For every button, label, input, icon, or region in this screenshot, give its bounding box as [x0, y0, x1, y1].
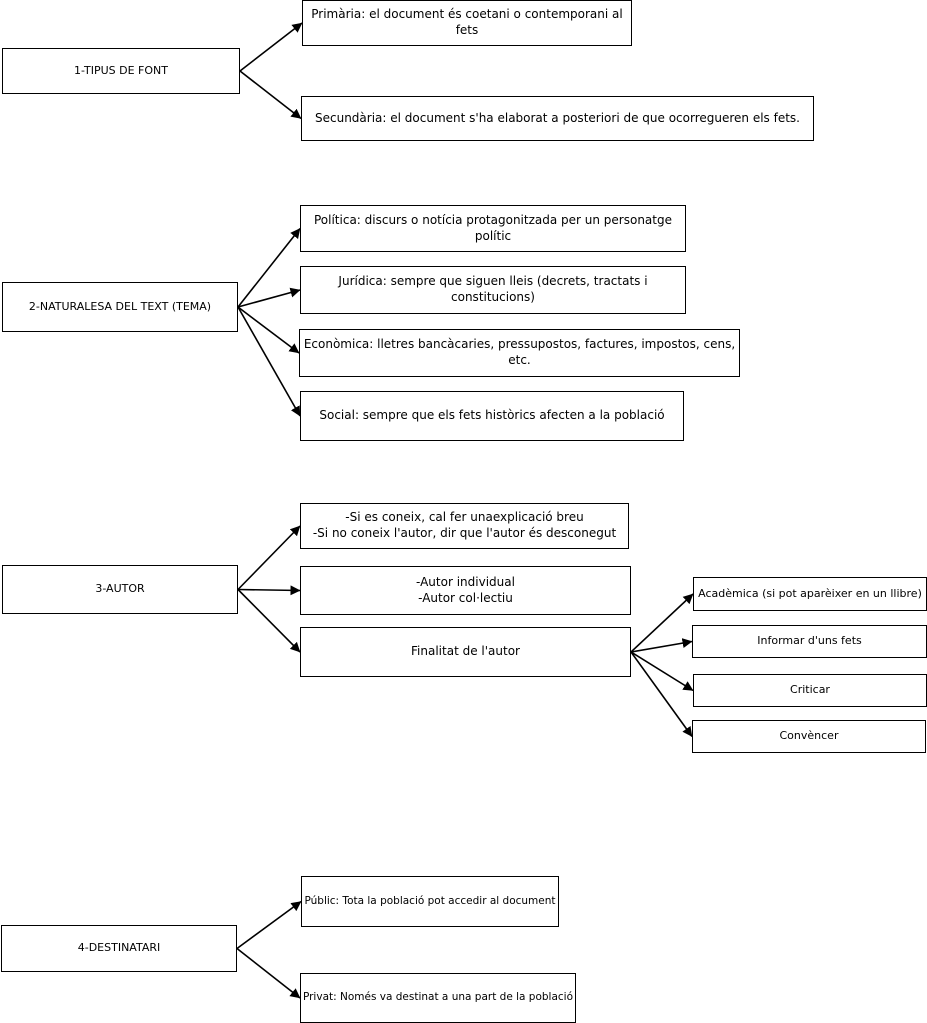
arrow-destinatari-to-public — [236, 900, 302, 950]
node-secundaria: Secundària: el document s'ha elaborat a … — [301, 96, 814, 141]
node-juridica: Jurídica: sempre que siguen lleis (decre… — [300, 266, 686, 314]
node-social: Social: sempre que els fets històrics af… — [300, 391, 684, 441]
arrow-naturalesa-to-economica — [237, 306, 300, 354]
arrow-autor-to-autor_tipus — [237, 585, 301, 596]
arrow-naturalesa-to-politica — [237, 228, 301, 308]
arrow-naturalesa-to-social — [237, 306, 301, 417]
arrow-autor-to-finalitat — [237, 588, 301, 653]
node-politica: Política: discurs o notícia protagonitza… — [300, 205, 686, 252]
node-informar: Informar d'uns fets — [692, 625, 927, 658]
node-academica: Acadèmica (si pot aparèixer en un llibre… — [693, 577, 927, 611]
node-economica: Econòmica: lletres bancàcaries, pressupo… — [299, 329, 740, 377]
node-criticar: Criticar — [693, 674, 927, 707]
node-public: Públic: Tota la població pot accedir al … — [301, 876, 559, 927]
node-autor: 3-AUTOR — [2, 565, 238, 614]
node-naturalesa-del-text: 2-NATURALESA DEL TEXT (TEMA) — [2, 282, 238, 332]
node-finalitat-autor: Finalitat de l'autor — [300, 627, 631, 677]
node-destinatari: 4-DESTINATARI — [1, 925, 237, 972]
node-autor-tipus: -Autor individual -Autor col·lectiu — [300, 566, 631, 615]
arrow-tipus_font-to-secundaria — [239, 70, 302, 120]
node-autor-conegut: -Si es coneix, cal fer unaexplicació bre… — [300, 503, 629, 549]
arrow-tipus_font-to-primaria — [239, 22, 303, 72]
node-privat: Privat: Només va destinat a una part de … — [300, 973, 576, 1023]
arrow-finalitat-to-informar — [630, 638, 693, 653]
arrow-finalitat-to-criticar — [630, 651, 694, 692]
arrow-finalitat-to-academica — [630, 593, 694, 653]
node-convencer: Convèncer — [692, 720, 926, 753]
node-tipus-de-font: 1-TIPUS DE FONT — [2, 48, 240, 94]
arrow-naturalesa-to-juridica — [237, 287, 301, 308]
arrow-destinatari-to-privat — [236, 947, 301, 999]
node-primaria: Primària: el document és coetani o conte… — [302, 0, 632, 46]
arrow-finalitat-to-convencer — [630, 651, 693, 737]
arrow-autor-to-autor_conegut — [237, 525, 301, 591]
